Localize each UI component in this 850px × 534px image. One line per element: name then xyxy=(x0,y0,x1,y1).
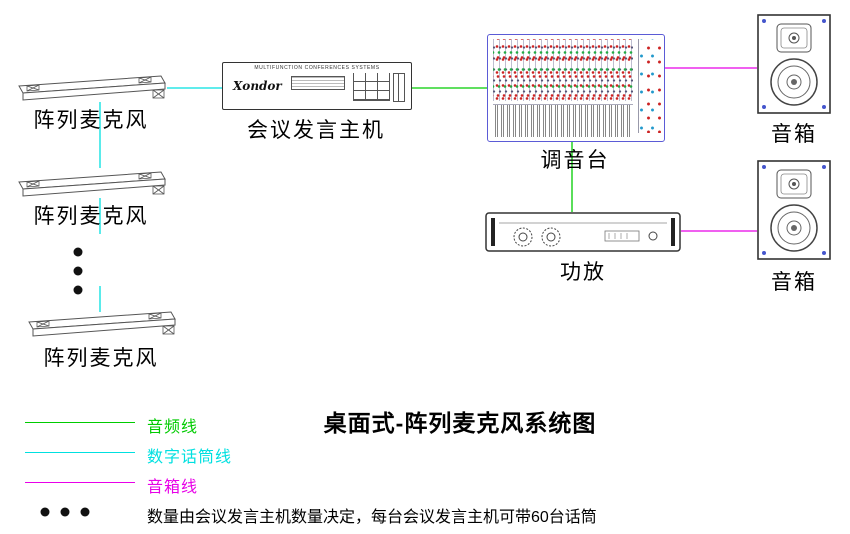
quantity-dots-vertical xyxy=(73,247,83,295)
legend-audio-line-label: 音频线 xyxy=(147,419,199,436)
array-mic-icon xyxy=(18,75,166,101)
array-mic-icon xyxy=(28,311,176,337)
speaker-top-device xyxy=(757,14,831,114)
legend-audio-line-sample xyxy=(25,422,135,424)
mixer-device xyxy=(487,34,665,142)
amplifier-device xyxy=(485,212,681,252)
legend-speaker-line-sample xyxy=(25,482,135,484)
host-display-screen xyxy=(291,76,345,90)
mixer-faders xyxy=(493,104,633,137)
speaker-bottom-label: 音箱 xyxy=(771,271,817,294)
legend-speaker-line-label: 音箱线 xyxy=(147,479,199,496)
array-mic-1 xyxy=(15,70,167,104)
array-mic-2-label: 阵列麦克风 xyxy=(33,205,149,228)
speaker-icon xyxy=(757,160,831,260)
conference-host-device: MULTIFUNCTION CONFERENCES SYSTEMS Xondor xyxy=(222,62,412,110)
speaker-top-label: 音箱 xyxy=(771,123,817,146)
mixer-channel-knobs xyxy=(493,39,633,101)
array-mic-2 xyxy=(15,166,167,200)
quantity-dots-horizontal xyxy=(40,507,90,517)
speaker-bottom-device xyxy=(757,160,831,260)
host-brand-logo: Xondor xyxy=(233,79,282,93)
amplifier-label: 功放 xyxy=(560,261,606,284)
array-mic-3-label: 阵列麦克风 xyxy=(43,347,159,370)
host-button-grid xyxy=(353,73,390,101)
array-mic-icon xyxy=(18,171,166,197)
legend-quantity-note: 数量由会议发言主机数量决定，每台会议发言主机可带60台话筒 xyxy=(147,509,597,526)
host-power-switch xyxy=(393,73,405,102)
mixer-master-section xyxy=(638,39,661,133)
array-mic-1-label: 阵列麦克风 xyxy=(33,109,149,132)
host-header-text: MULTIFUNCTION CONFERENCES SYSTEMS xyxy=(254,65,380,71)
array-mic-3 xyxy=(25,306,177,340)
legend-digital-mic-line-sample xyxy=(25,452,135,454)
legend-digital-mic-line-label: 数字话筒线 xyxy=(147,449,233,466)
conference-host-label: 会议发言主机 xyxy=(247,119,385,142)
speaker-icon xyxy=(757,14,831,114)
mixer-label: 调音台 xyxy=(540,149,610,172)
amplifier-icon xyxy=(485,212,681,252)
diagram-title: 桌面式-阵列麦克风系统图 xyxy=(323,410,597,436)
